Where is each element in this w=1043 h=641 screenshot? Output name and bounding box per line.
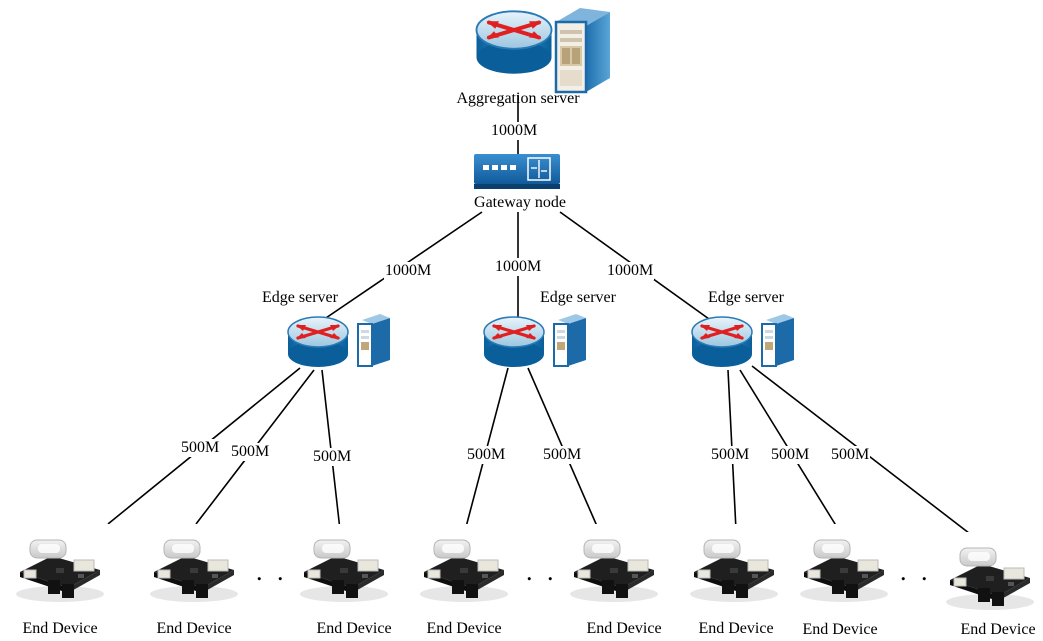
aggregation-server-node: [474, 8, 610, 94]
bandwidth-label: 500M: [542, 446, 583, 464]
end-device-label: End Device: [316, 620, 392, 637]
ellipsis-more-devices: . .: [900, 557, 932, 586]
server-rack-icon: [554, 8, 610, 94]
server-icon: [553, 313, 587, 367]
bandwidth-label: 1000M: [490, 122, 539, 140]
bandwidth-label: 500M: [312, 448, 353, 466]
bandwidth-label: 500M: [230, 443, 271, 461]
router-icon: [474, 9, 554, 76]
edge-server-label: Edge server: [262, 289, 338, 306]
end-device-label: End Device: [22, 620, 98, 637]
end-device-icon: [413, 523, 515, 609]
end-device-label: End Device: [960, 621, 1036, 638]
router-icon: [286, 315, 350, 369]
edge-server-label: Edge server: [708, 289, 784, 306]
ellipsis-more-devices: . .: [526, 557, 558, 586]
end-device-icon: [293, 523, 395, 609]
router-icon: [690, 315, 754, 369]
bandwidth-label: 500M: [180, 439, 221, 457]
switch-icon: [474, 154, 560, 189]
bandwidth-label: 500M: [710, 446, 751, 464]
edge-server-node-2: [482, 313, 587, 369]
end-device-icon: [939, 531, 1041, 617]
gateway-node-label: Gateway node: [474, 194, 566, 211]
bandwidth-label: 500M: [770, 446, 811, 464]
edge-server-node-1: [286, 313, 391, 369]
server-icon: [357, 313, 391, 367]
end-device-icon: [683, 523, 785, 609]
bandwidth-label: 1000M: [494, 258, 543, 276]
end-device-label: End Device: [802, 621, 878, 638]
bandwidth-label: 500M: [466, 446, 507, 464]
gateway-switch-node: [474, 154, 560, 189]
bandwidth-label: 1000M: [606, 262, 655, 280]
router-icon: [482, 315, 546, 369]
end-device-icon: [9, 523, 111, 609]
server-icon: [761, 313, 795, 367]
end-device-label: End Device: [426, 620, 502, 637]
end-device-icon: [563, 523, 665, 609]
end-device-label: End Device: [698, 620, 774, 637]
bandwidth-label: 1000M: [384, 262, 433, 280]
end-device-label: End Device: [586, 620, 662, 637]
aggregation-server-label: Aggregation server: [456, 90, 580, 107]
bandwidth-label: 500M: [830, 446, 871, 464]
end-device-icon: [793, 523, 895, 609]
end-device-icon: [143, 523, 245, 609]
edge-server-node-3: [690, 313, 795, 369]
edge-server-label: Edge server: [540, 289, 616, 306]
end-device-label: End Device: [156, 620, 232, 637]
ellipsis-more-devices: . .: [256, 557, 288, 586]
